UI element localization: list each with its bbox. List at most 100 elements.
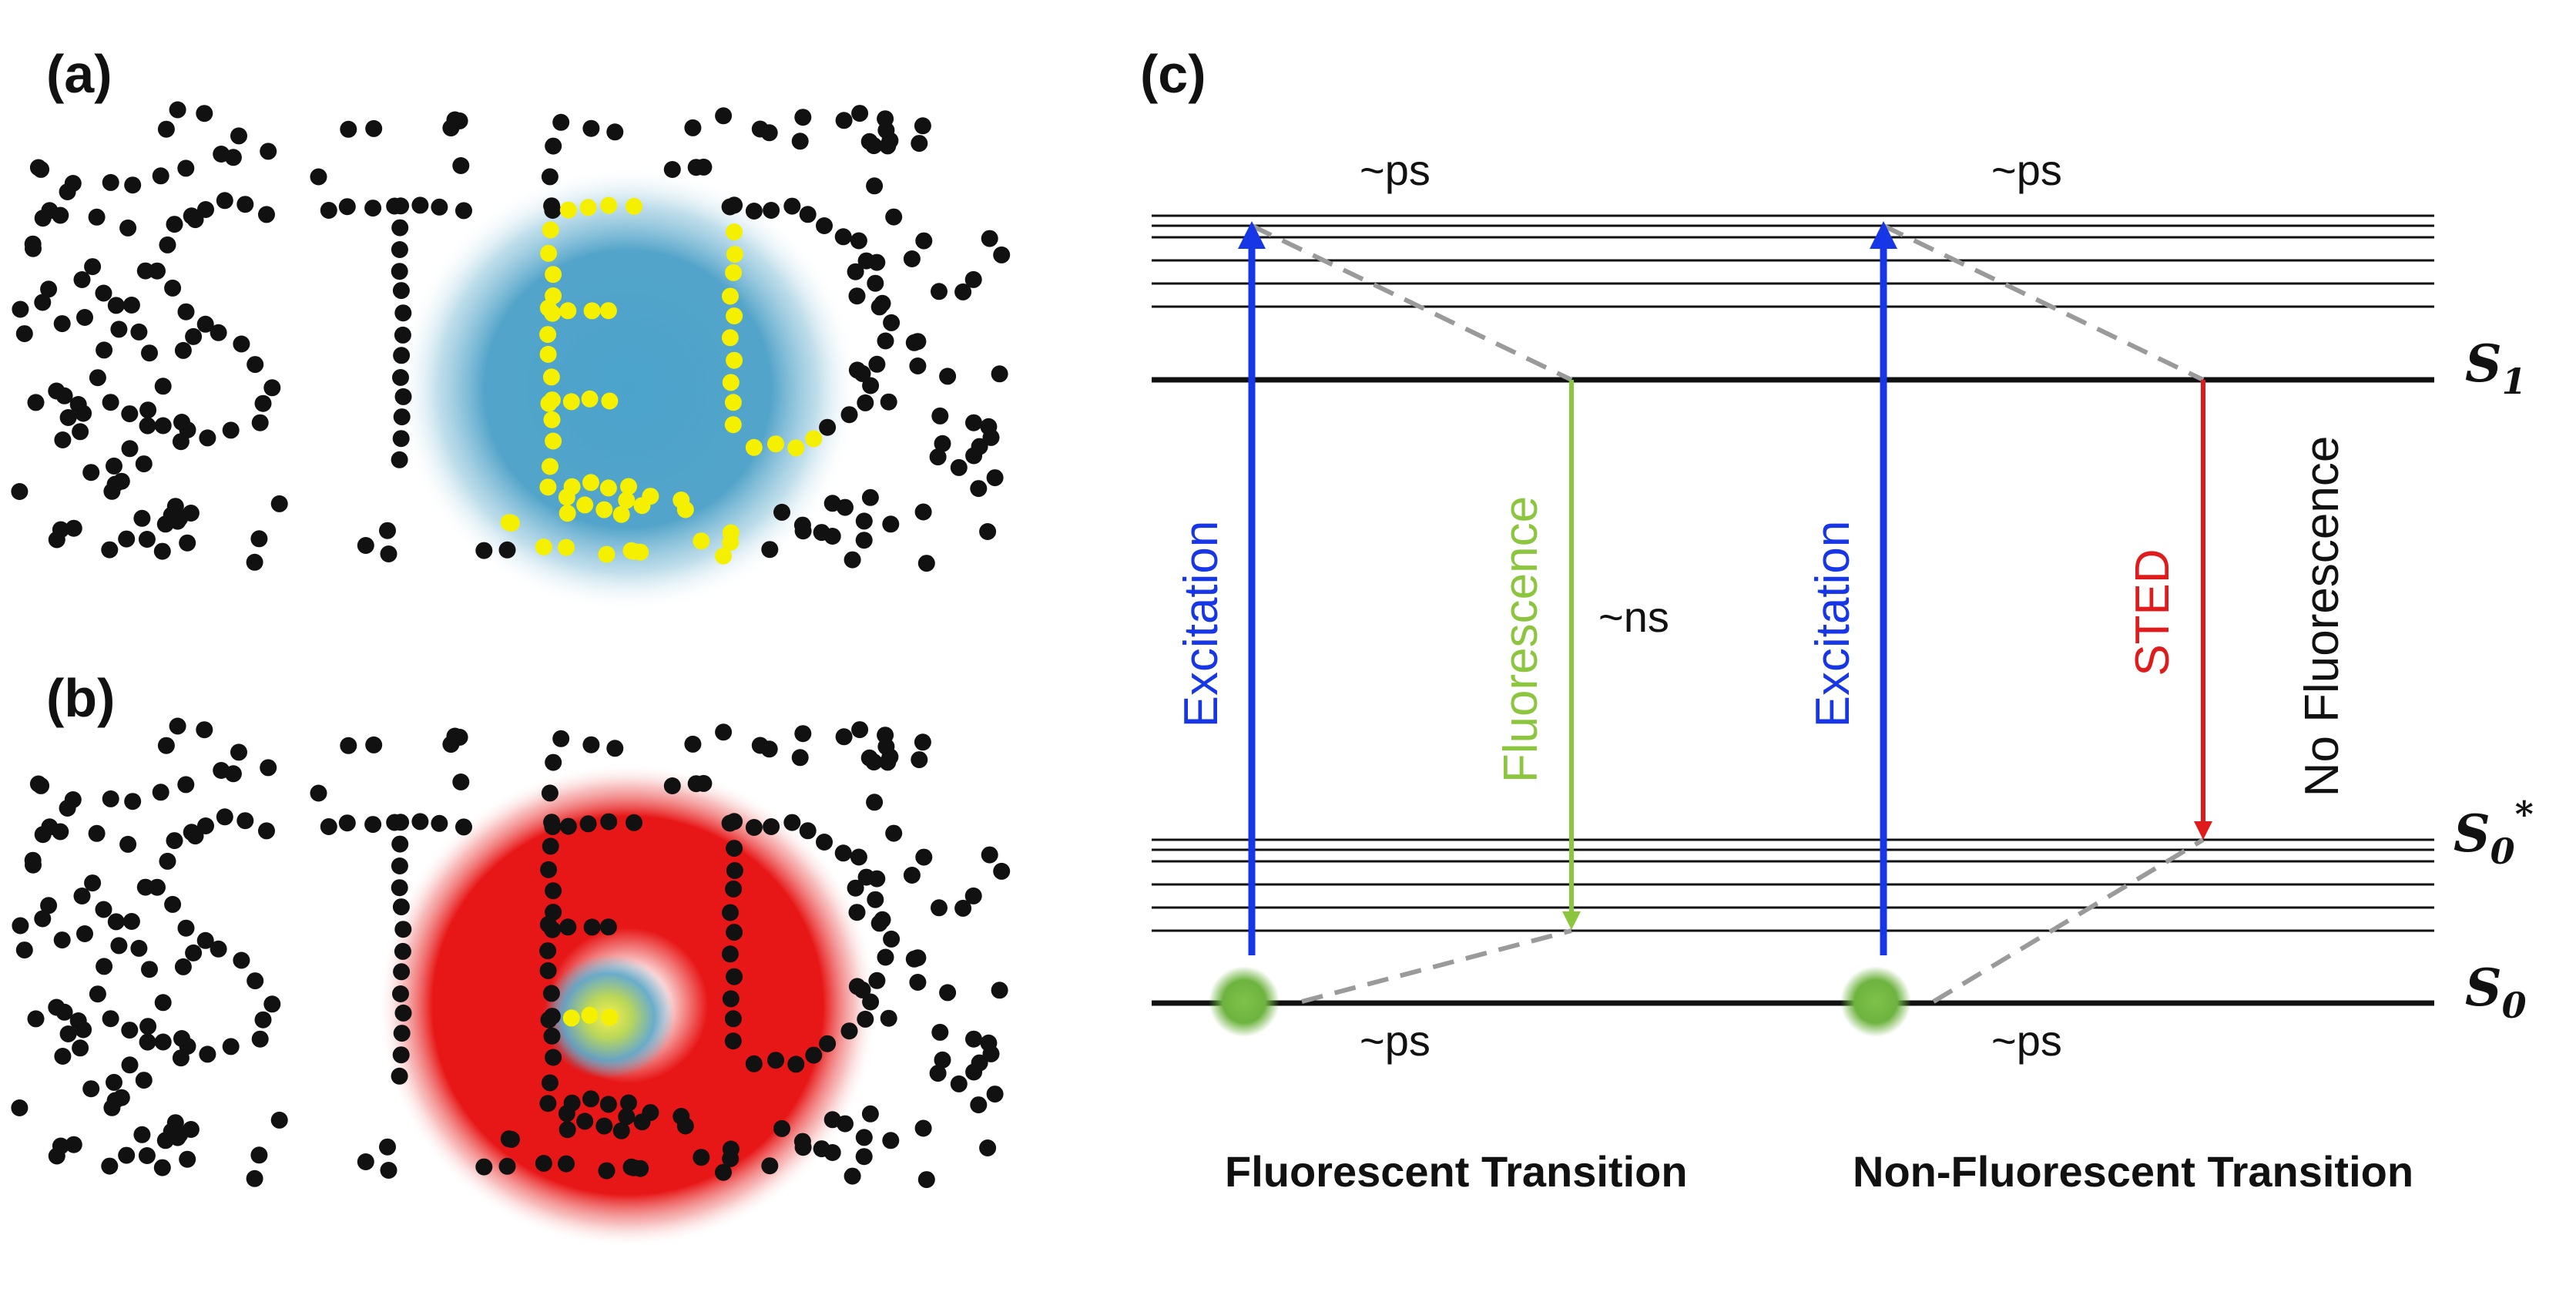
dark-molecule-dot bbox=[883, 314, 901, 331]
emitting-molecule-dot bbox=[724, 416, 742, 434]
molecule-right bbox=[1840, 966, 1911, 1037]
dark-molecule-dot bbox=[392, 985, 409, 1002]
dark-molecule-dot bbox=[805, 1046, 823, 1064]
time-label-bottom-right: ~ps bbox=[1991, 1016, 2062, 1065]
dark-molecule-dot bbox=[82, 1080, 100, 1098]
emitting-molecule-dot bbox=[724, 394, 742, 411]
emitting-molecule-dot bbox=[722, 287, 739, 305]
state-label-s1: S1 bbox=[2465, 334, 2527, 402]
dark-molecule-dot bbox=[320, 818, 337, 835]
dark-molecule-dot bbox=[154, 1033, 172, 1051]
dark-molecule-dot bbox=[598, 1162, 615, 1180]
dark-molecule-dot bbox=[993, 246, 1011, 263]
dark-molecule-dot bbox=[620, 1094, 637, 1112]
emitting-molecule-dot bbox=[767, 435, 784, 453]
dark-molecule-dot bbox=[847, 263, 864, 280]
dark-molecule-dot bbox=[545, 753, 562, 771]
excitation-label-left: Excitation bbox=[1175, 521, 1228, 728]
dark-molecule-dot bbox=[95, 284, 112, 302]
emitting-molecule-dot bbox=[622, 542, 640, 559]
dark-molecule-dot bbox=[726, 840, 743, 857]
dark-molecule-dot bbox=[166, 216, 183, 233]
emitting-molecule-dot bbox=[581, 390, 599, 408]
dark-molecule-dot bbox=[715, 107, 733, 125]
dark-molecule-dot bbox=[53, 315, 71, 333]
dark-molecule-dot bbox=[177, 159, 195, 177]
dark-molecule-dot bbox=[455, 818, 472, 836]
dark-molecule-dot bbox=[106, 457, 122, 475]
dark-molecule-dot bbox=[882, 515, 900, 533]
dark-molecule-dot bbox=[157, 737, 175, 754]
emitting-molecule-dot bbox=[558, 539, 575, 556]
dark-molecule-dot bbox=[32, 160, 50, 178]
dark-molecule-dot bbox=[475, 542, 493, 559]
dark-molecule-dot bbox=[970, 480, 988, 498]
emitting-molecule-dot bbox=[542, 458, 558, 475]
dark-molecule-dot bbox=[210, 324, 227, 341]
dark-molecule-dot bbox=[177, 303, 195, 320]
emitting-molecule-dot bbox=[726, 351, 743, 369]
dark-molecule-dot bbox=[166, 832, 183, 850]
dark-molecule-dot bbox=[76, 925, 93, 942]
dark-molecule-dot bbox=[579, 815, 597, 833]
dark-molecule-dot bbox=[233, 335, 250, 353]
dark-molecule-dot bbox=[169, 717, 186, 735]
dark-molecule-dot bbox=[793, 516, 811, 534]
dark-molecule-dot bbox=[543, 197, 561, 215]
dark-molecule-dot bbox=[745, 819, 763, 836]
dark-molecule-dot bbox=[540, 1011, 558, 1029]
dark-molecule-dot bbox=[745, 1055, 763, 1072]
dark-molecule-dot bbox=[59, 1025, 77, 1042]
dark-molecule-dot bbox=[380, 1162, 397, 1179]
dark-molecule-dot bbox=[154, 994, 172, 1012]
dark-molecule-dot bbox=[210, 940, 227, 958]
dark-molecule-dot bbox=[55, 1003, 73, 1021]
dark-molecule-dot bbox=[618, 1108, 636, 1126]
dark-molecule-dot bbox=[95, 901, 112, 918]
dark-molecule-dot bbox=[903, 867, 921, 884]
dark-molecule-dot bbox=[258, 206, 275, 223]
emitting-molecule-dot bbox=[598, 545, 615, 563]
dark-molecule-dot bbox=[559, 918, 577, 936]
dark-molecule-dot bbox=[819, 1035, 837, 1052]
dark-molecule-dot bbox=[73, 888, 91, 904]
dark-molecule-dot bbox=[391, 219, 409, 237]
dark-molecule-dot bbox=[931, 1023, 949, 1041]
dark-molecule-dot bbox=[121, 1056, 139, 1074]
dark-molecule-dot bbox=[799, 206, 817, 223]
dark-molecule-dot bbox=[72, 423, 89, 441]
dark-molecule-dot bbox=[558, 1155, 575, 1173]
dark-molecule-dot bbox=[119, 835, 137, 853]
time-label-bottom-left: ~ps bbox=[1360, 1016, 1431, 1065]
dark-molecule-dot bbox=[721, 945, 739, 963]
dark-molecule-dot bbox=[197, 201, 214, 218]
dark-molecule-dot bbox=[177, 919, 195, 937]
dark-molecule-dot bbox=[102, 1010, 119, 1028]
dark-molecule-dot bbox=[862, 993, 880, 1011]
dark-molecule-dot bbox=[379, 1138, 396, 1156]
emitting-molecule-dot bbox=[542, 368, 560, 386]
dark-molecule-dot bbox=[254, 1011, 272, 1029]
dark-molecule-dot bbox=[722, 904, 739, 921]
dark-molecule-dot bbox=[15, 941, 33, 959]
emitting-molecule-dot bbox=[562, 1009, 580, 1027]
dark-molecule-dot bbox=[411, 813, 429, 831]
dark-molecule-dot bbox=[89, 369, 106, 387]
dark-molecule-dot bbox=[136, 262, 154, 280]
dark-molecule-dot bbox=[981, 846, 998, 864]
dark-molecule-dot bbox=[931, 283, 948, 300]
dark-molecule-dot bbox=[236, 812, 254, 830]
dark-molecule-dot bbox=[687, 775, 705, 793]
dark-molecule-dot bbox=[379, 522, 396, 539]
dark-molecule-dot bbox=[357, 1153, 374, 1170]
dark-molecule-dot bbox=[246, 553, 263, 571]
relaxation-dashed-lines bbox=[1250, 223, 2205, 1004]
dark-molecule-dot bbox=[12, 300, 29, 318]
dark-molecule-dot bbox=[65, 519, 82, 537]
emitting-molecule-dot bbox=[543, 411, 561, 428]
dark-molecule-dot bbox=[110, 320, 128, 338]
dark-molecule-dot bbox=[394, 304, 412, 322]
dark-molecule-dot bbox=[179, 534, 196, 552]
dark-molecule-dot bbox=[816, 217, 833, 234]
